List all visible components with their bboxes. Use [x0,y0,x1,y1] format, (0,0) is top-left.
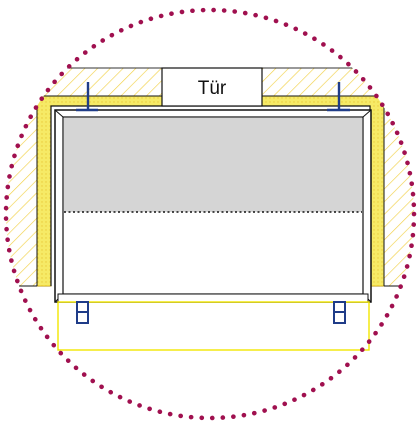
window-frame [54,109,372,303]
clearance-outline [57,301,370,351]
door-label: Tür [198,78,227,99]
door-box: Tür [161,67,263,107]
anchor-icon [327,82,350,112]
anchor-icon [76,82,98,112]
glass-upper [64,118,362,212]
detail-circle [3,7,417,421]
foot-icon [76,301,89,324]
glass-lower [64,212,362,293]
foot-icon [333,301,346,324]
